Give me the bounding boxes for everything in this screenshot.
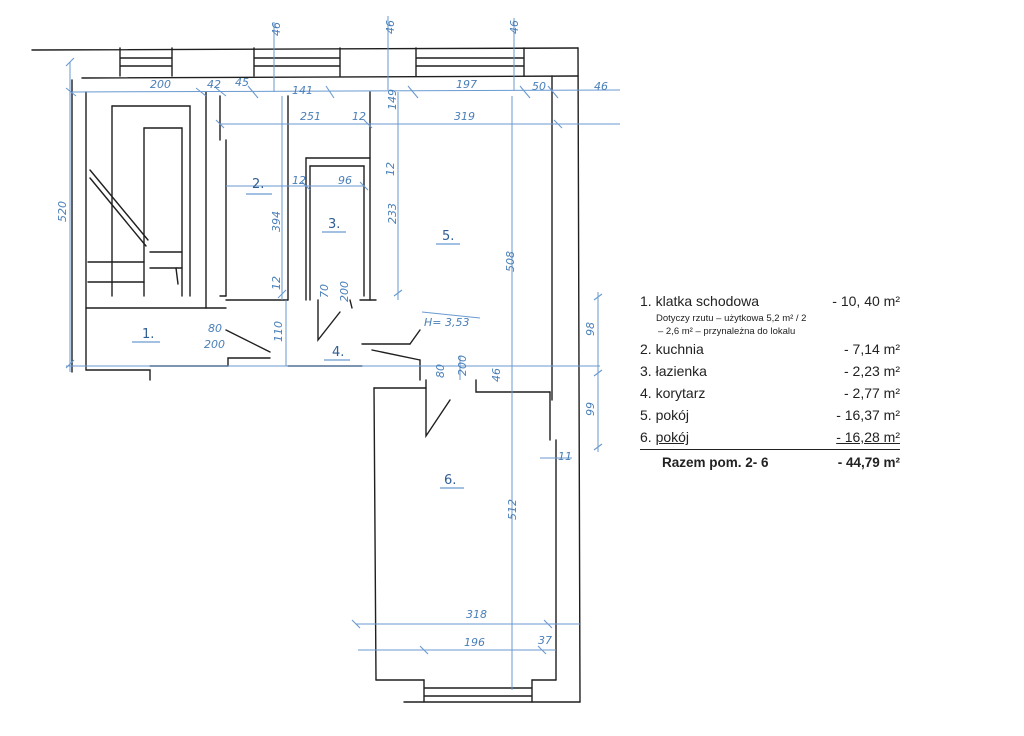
dimension-labels: 200 42 45 141 197 50 46 251 12 319 12 96… xyxy=(56,20,608,649)
legend-row-3: 3. łazienka - 2,23 m² xyxy=(640,360,900,382)
legend-num-1: 1. xyxy=(640,293,652,309)
dimension-lines xyxy=(66,16,621,690)
room-label-6: 6. xyxy=(444,473,456,488)
legend-num-5: 5. xyxy=(640,407,652,423)
room-area-legend: 1. klatka schodowa - 10, 40 m² Dotyczy r… xyxy=(640,290,900,474)
dim-200-r6: 200 xyxy=(456,355,469,376)
legend-num-6: 6. xyxy=(640,429,652,445)
dim-37: 37 xyxy=(538,634,552,647)
room-label-1: 1. xyxy=(142,327,154,342)
legend-num-2: 2. xyxy=(640,341,652,357)
dim-12-top: 12 xyxy=(352,110,366,123)
dim-319: 319 xyxy=(454,110,475,123)
legend-area-4: - 2,77 m² xyxy=(843,385,900,401)
dim-46-top-3: 46 xyxy=(508,20,521,34)
dim-12-small: 12 xyxy=(384,162,397,176)
dim-45: 45 xyxy=(235,76,249,89)
legend-total-label: Razem pom. 2- 6 xyxy=(662,455,769,470)
dim-512: 512 xyxy=(506,499,519,520)
legend-num-4: 4. xyxy=(640,385,652,401)
dim-233: 233 xyxy=(386,203,399,224)
dim-46-mid: 46 xyxy=(490,368,503,382)
dim-96: 96 xyxy=(338,174,352,187)
legend-note-line2: – 2,6 m² – przynależna do lokalu xyxy=(658,326,796,337)
legend-name-4: korytarz xyxy=(655,385,706,401)
legend-area-1: - 10, 40 m² xyxy=(832,293,900,309)
dim-12-lower: 12 xyxy=(270,276,283,290)
legend-row-6: 6. pokój - 16,28 m² xyxy=(640,426,900,448)
legend-total-row: Razem pom. 2- 6 - 44,79 m² xyxy=(640,449,900,474)
legend-row-1: 1. klatka schodowa - 10, 40 m² xyxy=(640,290,900,312)
dim-508: 508 xyxy=(504,251,517,272)
dim-200-top: 200 xyxy=(150,78,171,91)
room-labels: 1. 2. 3. 4. 5. 6. H= 3,53 xyxy=(142,177,469,488)
dim-149: 149 xyxy=(386,89,399,110)
room-label-3: 3. xyxy=(328,217,340,232)
legend-note-line1: Dotyczy rzutu – użytkowa 5,2 m² / 2 xyxy=(656,313,807,324)
legend-name-1: klatka schodowa xyxy=(655,293,760,309)
legend-row-4: 4. korytarz - 2,77 m² xyxy=(640,382,900,404)
room-label-4: 4. xyxy=(332,345,344,360)
legend-name-5: pokój xyxy=(655,407,690,423)
room-label-underlines xyxy=(132,193,464,489)
legend-area-3: - 2,23 m² xyxy=(843,363,900,379)
dim-42: 42 xyxy=(207,78,221,91)
dim-99: 99 xyxy=(584,402,597,416)
dim-110: 110 xyxy=(272,321,285,342)
dim-520: 520 xyxy=(56,201,69,222)
dim-70: 70 xyxy=(318,284,331,298)
dim-98: 98 xyxy=(584,322,597,336)
legend-area-5: - 16,37 m² xyxy=(836,407,900,423)
dim-394: 394 xyxy=(270,211,283,232)
dim-196: 196 xyxy=(464,636,485,649)
legend-total-value: - 44,79 m² xyxy=(837,455,900,470)
dim-200-bath: 200 xyxy=(338,281,351,302)
dim-197: 197 xyxy=(456,78,477,91)
room-label-2: 2. xyxy=(252,177,264,192)
dim-141: 141 xyxy=(292,84,313,97)
dim-50: 50 xyxy=(532,80,546,93)
dim-46-top-1: 46 xyxy=(270,22,283,36)
ceiling-height-label: H= 3,53 xyxy=(424,316,469,329)
legend-row-5: 5. pokój - 16,37 m² xyxy=(640,404,900,426)
dim-12-bath: 12 xyxy=(292,174,306,187)
legend-name-2: kuchnia xyxy=(655,341,704,357)
dim-11: 11 xyxy=(558,450,572,463)
dim-251: 251 xyxy=(300,110,321,123)
legend-area-2: - 7,14 m² xyxy=(843,341,900,357)
legend-name-3: łazienka xyxy=(655,363,707,379)
dim-46-right: 46 xyxy=(594,80,608,93)
dim-80-r6: 80 xyxy=(434,364,447,378)
legend-area-6: - 16,28 m² xyxy=(836,429,900,445)
legend-row-2: 2. kuchnia - 7,14 m² xyxy=(640,338,900,360)
legend-num-3: 3. xyxy=(640,363,652,379)
dim-318: 318 xyxy=(466,608,487,621)
dim-46-top-2: 46 xyxy=(384,20,397,34)
room-label-5: 5. xyxy=(442,229,454,244)
dimension-ticks xyxy=(65,57,603,655)
legend-name-6: pokój xyxy=(655,429,690,445)
dim-80-hall: 80 xyxy=(208,322,222,335)
dim-200-hall: 200 xyxy=(204,338,225,351)
